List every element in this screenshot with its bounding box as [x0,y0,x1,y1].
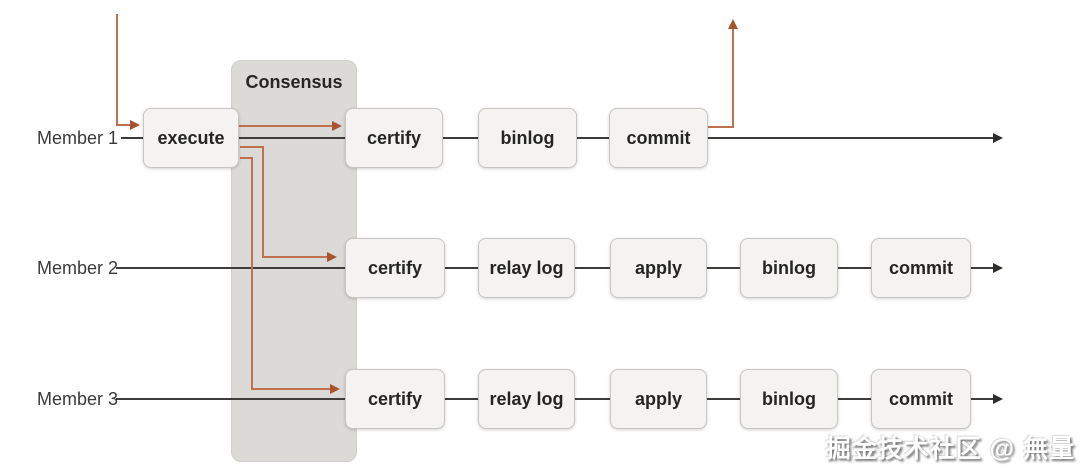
node-m2-commit: commit [871,238,971,298]
member-1-label: Member 1 [36,128,118,148]
node-m1-certify: certify [345,108,443,168]
node-m1-execute: execute [143,108,239,168]
member-2-label: Member 2 [36,258,118,278]
member-3-label: Member 3 [36,389,118,409]
node-m3-apply: apply [610,369,707,429]
node-m1-commit: commit [609,108,708,168]
node-m2-relay-log: relay log [478,238,575,298]
incoming-transaction-arrow [116,14,140,130]
transaction-flow-arrows [116,14,738,394]
consensus-region-label: Consensus [245,72,343,92]
node-m2-apply: apply [610,238,707,298]
node-m1-binlog: binlog [478,108,577,168]
execute-to-m3-certify-arrow [240,157,340,394]
execute-to-m2-certify-arrow [240,146,337,262]
node-m3-certify: certify [345,369,445,429]
node-m3-relay-log: relay log [478,369,575,429]
node-m2-certify: certify [345,238,445,298]
watermark-text: 掘金技术社区 @ 無量 [825,435,1075,463]
commit-response-up-arrow [708,19,738,128]
node-m2-binlog: binlog [740,238,838,298]
node-m3-commit: commit [871,369,971,429]
node-m3-binlog: binlog [740,369,838,429]
